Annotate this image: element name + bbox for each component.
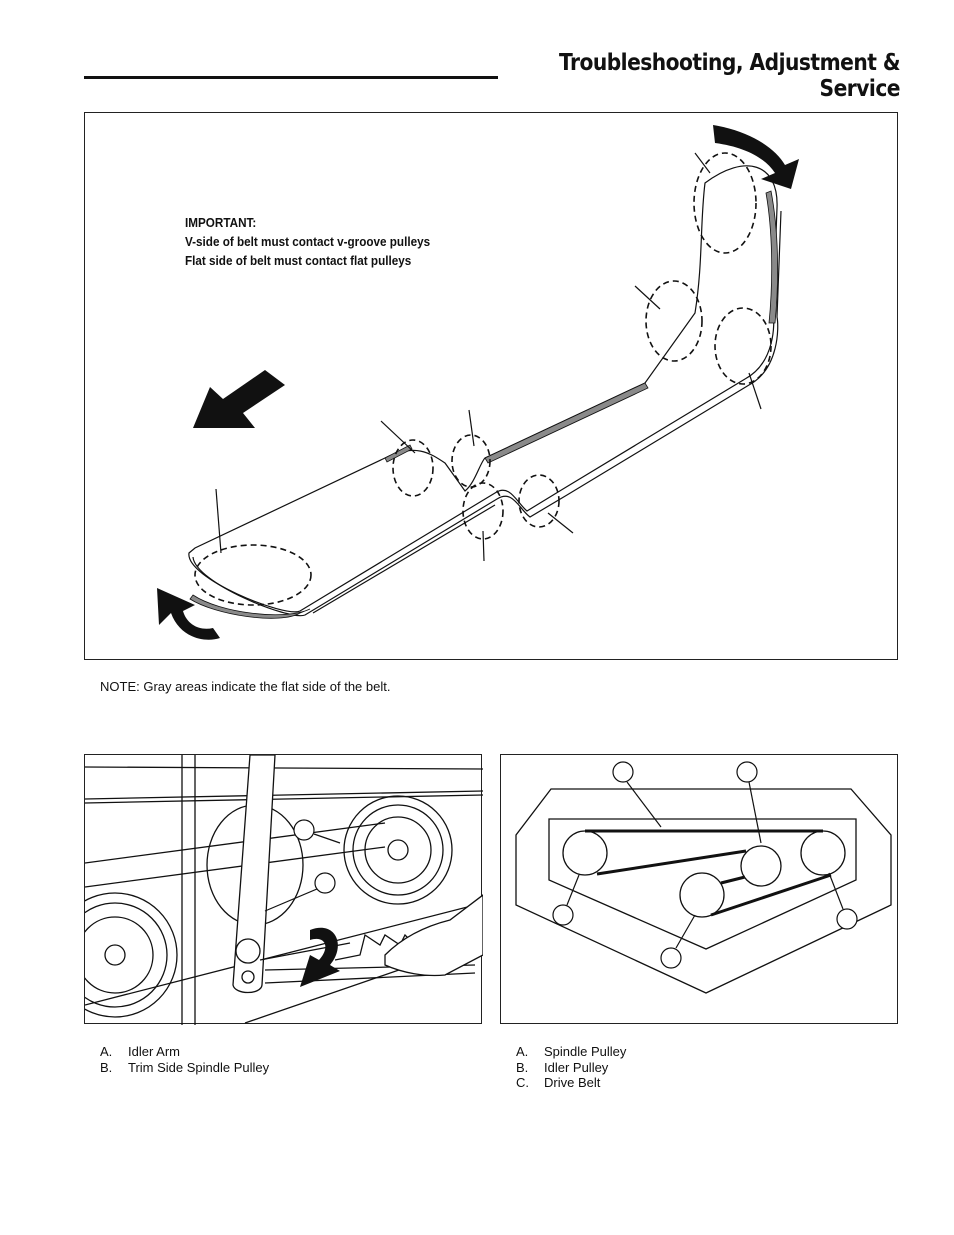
legend-letter: B.: [100, 1059, 113, 1075]
belt-schematic-diagram: [515, 761, 892, 994]
important-notice: IMPORTANT: V-side of belt must contact v…: [185, 213, 430, 270]
belt-routing-figure: IMPORTANT: V-side of belt must contact v…: [84, 112, 898, 660]
legend-letter: B.: [516, 1059, 529, 1075]
legend-letter: A.: [516, 1044, 529, 1059]
legend-item: A. Spindle Pulley: [516, 1044, 626, 1060]
legend-letter: C.: [516, 1075, 529, 1090]
right-figure-legend: A. Spindle Pulley B. Idler Pulley C. Dri…: [516, 1044, 626, 1091]
legend-item: B. Idler Pulley: [516, 1060, 626, 1076]
legend-item: A. Idler Arm: [100, 1044, 269, 1060]
deck-belt-schematic: [500, 754, 898, 1024]
important-heading: IMPORTANT:: [185, 215, 257, 230]
important-line-1: V-side of belt must contact v-groove pul…: [185, 234, 431, 249]
legend-item: C. Drive Belt: [516, 1075, 626, 1091]
left-figure-legend: A. Idler Arm B. Trim Side Spindle Pulley: [100, 1044, 269, 1075]
legend-label: Spindle Pulley: [544, 1044, 627, 1059]
legend-label: Drive Belt: [544, 1075, 601, 1090]
idler-arm-illustration: [85, 755, 483, 1025]
idler-arm-figure: [84, 754, 483, 1025]
figure-note: NOTE: Gray areas indicate the flat side …: [100, 679, 391, 694]
page-title: Troubleshooting, Adjustment & Service: [558, 50, 901, 102]
legend-item: B. Trim Side Spindle Pulley: [100, 1060, 269, 1076]
belt-routing-diagram: [157, 125, 799, 640]
legend-label: Trim Side Spindle Pulley: [128, 1059, 270, 1075]
legend-label: Idler Arm: [128, 1044, 181, 1059]
legend-label: Idler Pulley: [544, 1059, 609, 1075]
important-line-2: Flat side of belt must contact flat pull…: [185, 253, 412, 268]
legend-letter: A.: [100, 1044, 113, 1059]
header-rule: [84, 76, 498, 79]
